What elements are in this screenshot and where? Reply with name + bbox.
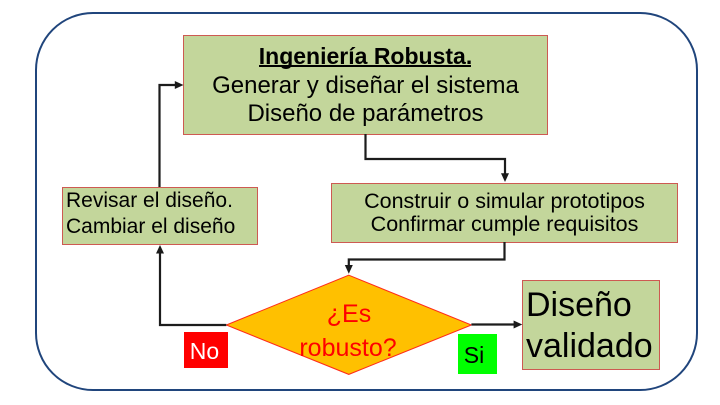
svg-text:¿Es: ¿Es — [327, 300, 371, 328]
svg-text:robusto?: robusto? — [299, 334, 396, 362]
